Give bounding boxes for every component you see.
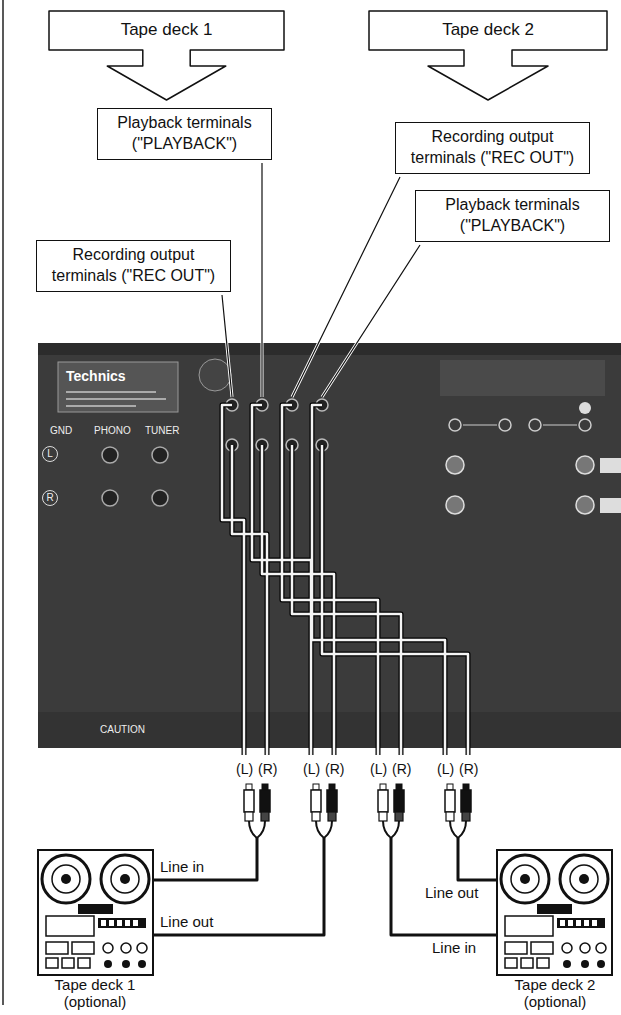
node-text: Playback terminals ("PLAYBACK") [424, 195, 601, 237]
cable-label: Line in [160, 858, 204, 876]
header-text-area: Tape deck 1 [48, 10, 285, 50]
terminal-leader-lines [222, 163, 420, 397]
tape-deck-drawings [38, 850, 612, 975]
cable-label: Line out [160, 913, 213, 931]
deck-caption: Tape deck 1 (optional) [40, 976, 150, 1011]
callout-box: Playback terminals ("PLAYBACK") [97, 108, 272, 160]
panel-text: TUNER [145, 425, 179, 437]
channel-mark: L [42, 446, 58, 462]
amplifier-rear-panel [38, 343, 621, 748]
header-arrow-box: Tape deck 1 [48, 10, 285, 102]
frame-line [2, 0, 4, 1005]
node-text: Recording output terminals ("REC OUT") [404, 127, 581, 169]
channel-mark: R [42, 490, 58, 506]
cable-label: Line out [425, 884, 478, 902]
deck-caption: Tape deck 2 (optional) [500, 976, 610, 1011]
node-text: Tape deck 1 [121, 20, 213, 40]
node-text: Tape deck 2 [442, 20, 534, 40]
header-text-area: Tape deck 2 [368, 10, 608, 50]
rca-plugs [244, 784, 471, 838]
callout-box: Recording output terminals ("REC OUT") [395, 122, 590, 174]
channel-label: (L) [303, 761, 320, 778]
node-text: Playback terminals ("PLAYBACK") [106, 113, 263, 155]
brand-label: Technics [66, 368, 126, 385]
channel-label: (R) [325, 761, 344, 778]
channel-label: (R) [459, 761, 478, 778]
cable-label: Line in [432, 939, 476, 957]
channel-label: (R) [258, 761, 277, 778]
channel-label: (R) [392, 761, 411, 778]
deck-cables [153, 838, 497, 935]
panel-wires [222, 405, 468, 755]
header-arrow-path [49, 11, 284, 100]
channel-label: (L) [437, 761, 454, 778]
panel-text: CAUTION [100, 724, 145, 736]
channel-label: (L) [370, 761, 387, 778]
header-arrow-path [369, 11, 607, 100]
panel-text: GND [50, 425, 72, 437]
callout-box: Playback terminals ("PLAYBACK") [415, 190, 610, 242]
header-arrow-box: Tape deck 2 [368, 10, 608, 102]
node-text: Recording output terminals ("REC OUT") [45, 245, 222, 287]
channel-label: (L) [236, 761, 253, 778]
panel-text: PHONO [94, 425, 131, 437]
callout-box: Recording output terminals ("REC OUT") [36, 240, 231, 292]
